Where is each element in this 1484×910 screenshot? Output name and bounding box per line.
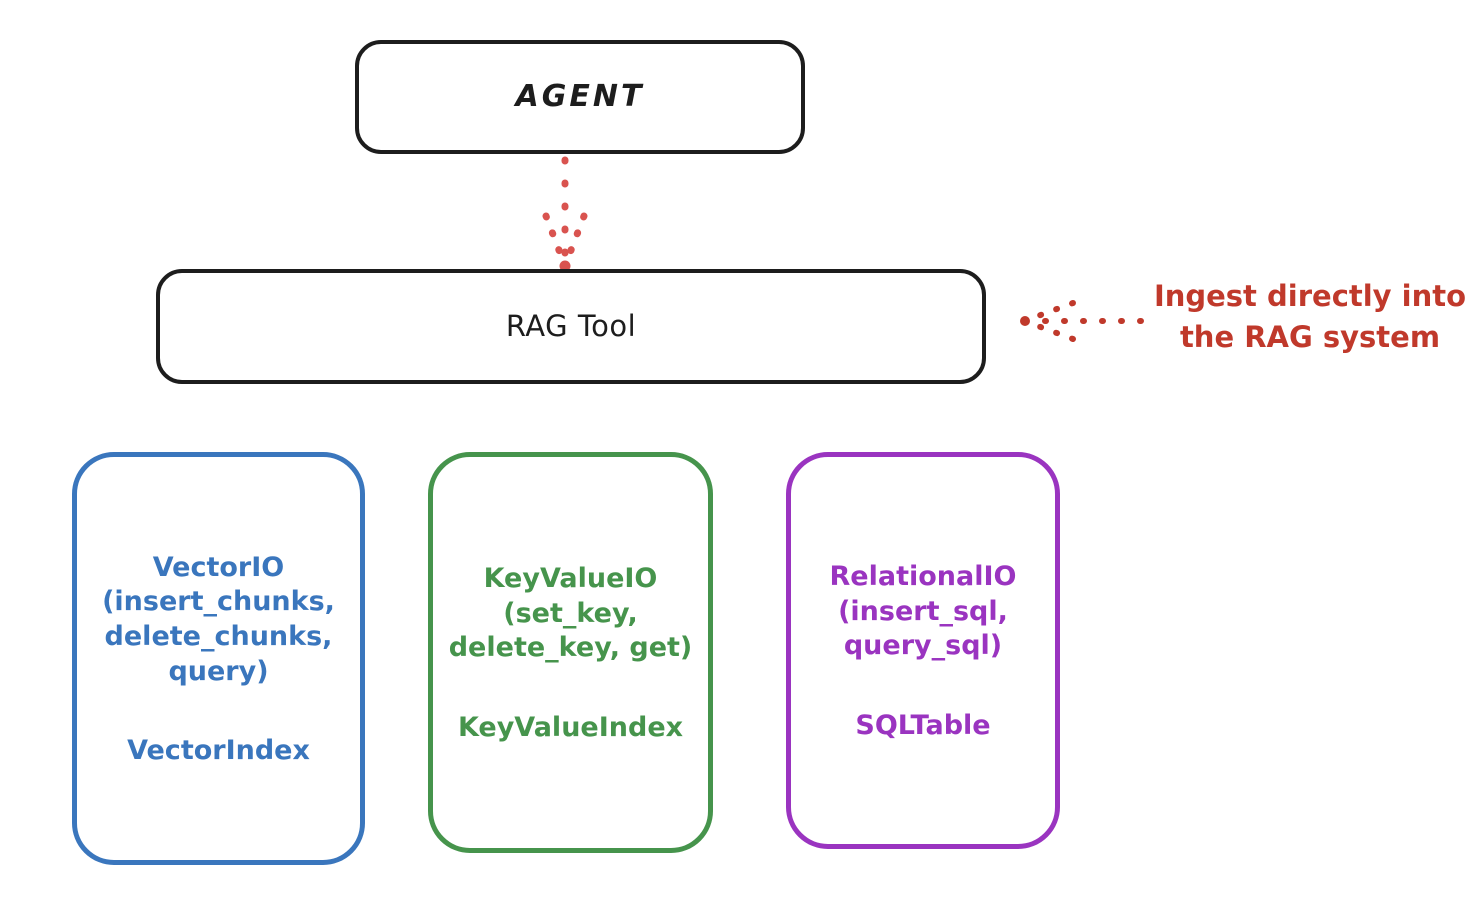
node-relational-io-label: RelationalIO (insert_sql, query_sql): [829, 561, 1017, 662]
node-relational-io-sublabel: SQLTable: [855, 709, 991, 741]
arrow-ingest-head-top: [1024, 300, 1076, 323]
node-agent-label: AGENT: [515, 78, 645, 114]
arrow-ingest-tip: [1020, 316, 1030, 326]
arrow-agent-to-rag-tool-tip: [559, 260, 571, 272]
annotation-ingest: Ingest directly into the RAG system: [1153, 279, 1467, 355]
node-key-value-io-label: KeyValueIO (set_key, delete_key, get): [448, 563, 693, 664]
node-rag-tool[interactable]: RAG Tool: [156, 269, 986, 384]
arrow-agent-to-rag-tool-head-right: [561, 212, 588, 270]
node-rag-tool-label: RAG Tool: [505, 308, 637, 343]
arrow-ingest-head-bottom: [1024, 319, 1076, 342]
node-key-value-io[interactable]: KeyValueIO (set_key, delete_key, get) Ke…: [428, 452, 713, 853]
node-agent[interactable]: AGENT: [355, 40, 805, 154]
node-relational-io[interactable]: RelationalIO (insert_sql, query_sql) SQL…: [786, 452, 1060, 849]
node-vector-io-label: VectorIO (insert_chunks, delete_chunks, …: [102, 551, 335, 687]
node-vector-io-sublabel: VectorIndex: [127, 735, 310, 767]
node-key-value-io-sublabel: KeyValueIndex: [457, 711, 684, 743]
arrow-ingest-to-rag-tool: [1020, 300, 1144, 342]
arrow-agent-to-rag-tool-head-left: [542, 212, 569, 270]
arrow-agent-to-rag-tool: [542, 156, 588, 272]
node-vector-io[interactable]: VectorIO (insert_chunks, delete_chunks, …: [72, 452, 365, 865]
